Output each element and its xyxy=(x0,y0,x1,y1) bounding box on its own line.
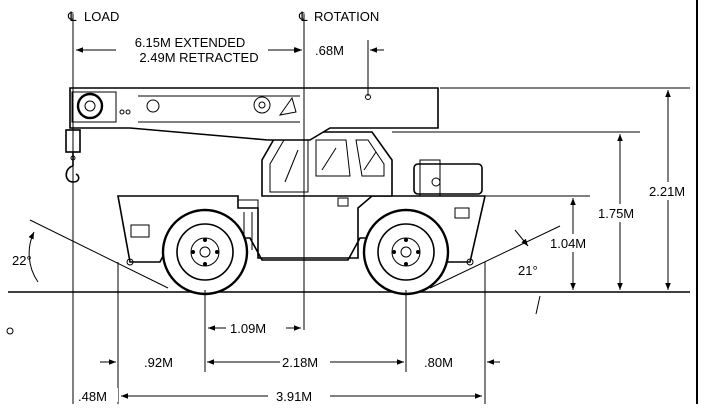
approach-angle-label: 22° xyxy=(12,253,32,268)
reach-extended-label: 6.15M EXTENDED xyxy=(135,35,246,50)
rotation-centerline-symbol: ℄ xyxy=(298,9,308,24)
overall-length-label: 3.91M xyxy=(276,389,312,404)
hook-overhang-label-bg xyxy=(76,388,118,402)
approach-angle-line xyxy=(29,219,169,289)
load-centerline-symbol: ℄ xyxy=(67,9,77,24)
departure-angle-arrow-top xyxy=(514,229,529,247)
wheelbase-label: 2.18M xyxy=(282,355,318,370)
front-wheel xyxy=(161,208,249,296)
reach-retracted-label: 2.49M RETRACTED xyxy=(139,50,258,65)
departure-angle-arrow-bottom xyxy=(535,295,541,315)
overall-height-label: 2.21M xyxy=(649,184,685,199)
cab-height-label-bg xyxy=(598,204,642,222)
telescopic-boom xyxy=(69,87,439,141)
deck-height-label-bg xyxy=(550,234,594,252)
overall-height-label-bg xyxy=(650,182,694,200)
reference-dot xyxy=(6,327,14,335)
approach-angle-arc xyxy=(28,231,39,283)
front-overhang-label: .92M xyxy=(144,355,173,370)
load-centerline-label: LOAD xyxy=(84,9,119,24)
cab-height-label: 1.75M xyxy=(598,206,634,221)
rotation-offset-label: .68M xyxy=(315,43,344,58)
rotation-centerline-label: ROTATION xyxy=(314,9,379,24)
departure-angle-line xyxy=(429,225,561,289)
rotation-to-front-axle-label: 1.09M xyxy=(230,321,266,336)
deck-height-label: 1.04M xyxy=(550,236,586,251)
rear-wheel xyxy=(362,208,450,296)
rear-overhang-label: .80M xyxy=(424,355,453,370)
engine-housing xyxy=(413,159,483,197)
operator-cab xyxy=(261,131,393,207)
hook-overhang-label: .48M xyxy=(78,389,107,404)
departure-angle-label: 21° xyxy=(518,263,538,278)
